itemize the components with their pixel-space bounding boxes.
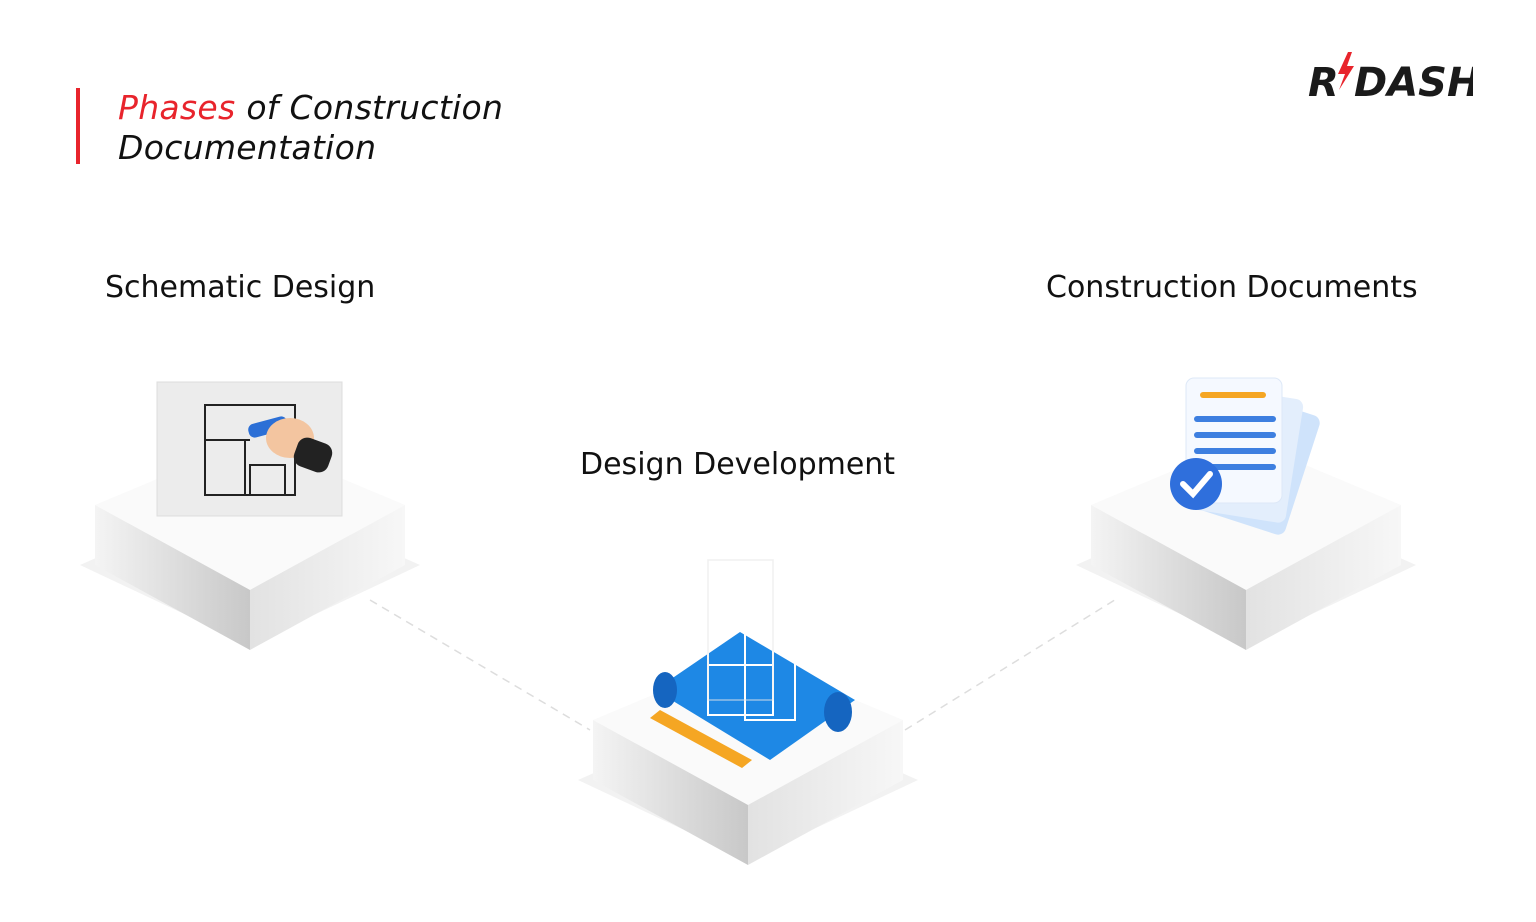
title-highlight: Phases (118, 88, 236, 127)
connector-line-1 (369, 599, 591, 731)
phase-label-construction-documents: Construction Documents (1046, 270, 1418, 305)
phase-label-schematic-design: Schematic Design (105, 270, 376, 305)
page-title: Phases of Construction Documentation (118, 88, 503, 168)
svg-text:DASH: DASH (1354, 60, 1473, 106)
rdash-logo: R DASH (1308, 52, 1473, 106)
documents-check-icon (1170, 377, 1320, 535)
blueprint-hand-icon (156, 381, 343, 517)
title-accent-bar (76, 88, 80, 164)
platform-documents (1076, 440, 1416, 650)
building-blueprint-icon (650, 559, 855, 768)
connector-line-2 (904, 597, 1119, 731)
title-line2: Documentation (118, 128, 377, 167)
svg-text:R: R (1308, 60, 1339, 106)
title-line1: of Construction (235, 88, 504, 127)
phase-label-design-development: Design Development (580, 447, 896, 482)
